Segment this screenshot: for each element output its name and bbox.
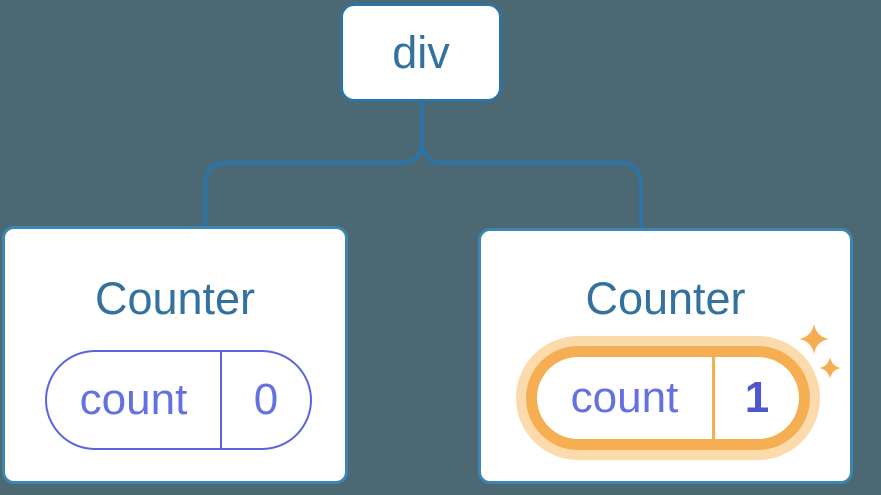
sparkle-small xyxy=(819,357,841,379)
root-node-label: div xyxy=(392,26,450,78)
component-title: Counter xyxy=(585,273,746,324)
sparkles-icon xyxy=(799,324,841,379)
state-value: 0 xyxy=(253,375,279,424)
counter-card-left: Counter count 0 xyxy=(2,226,348,484)
state-pill-highlighted: count 1 xyxy=(526,346,810,450)
state-value: 1 xyxy=(744,373,770,422)
root-node-div: div xyxy=(340,3,502,102)
counter-card-right: Counter count 1 xyxy=(478,228,853,484)
component-title: Counter xyxy=(94,273,256,324)
state-key-label: count xyxy=(570,373,679,422)
connector-left-branch xyxy=(203,102,424,227)
state-key-label: count xyxy=(79,375,188,424)
sparkle-large xyxy=(799,324,829,354)
connector-right-branch xyxy=(420,102,643,229)
state-pill: count 0 xyxy=(45,350,312,450)
